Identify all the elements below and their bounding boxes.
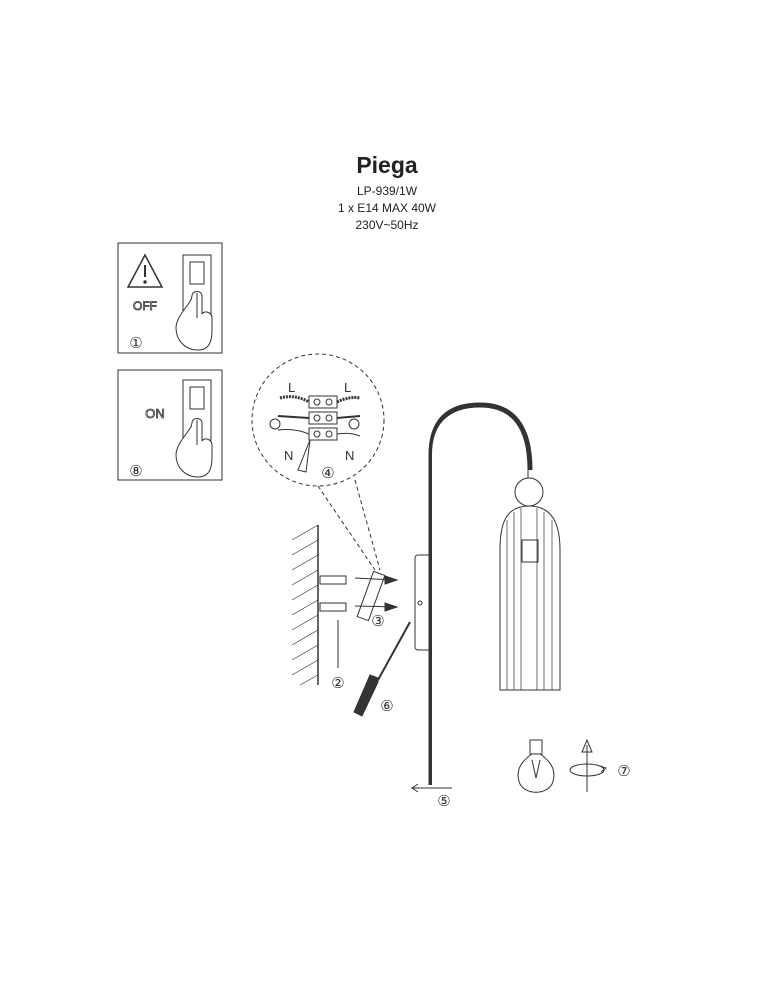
off-label: OFF <box>133 299 157 313</box>
step-number-6: ⑥ <box>380 698 393 715</box>
on-label: ON <box>145 406 165 421</box>
switch-hand-icon <box>175 254 213 351</box>
wall-plugs-and-screws <box>319 570 399 668</box>
bulb-spec: 1 x E14 MAX 40W <box>337 201 437 215</box>
neutral-label-left: N <box>284 448 293 463</box>
model-number: LP-939/1W <box>356 184 418 198</box>
step-number-5: ⑤ <box>437 793 450 810</box>
step-number-3: ③ <box>371 613 384 630</box>
screwdriver-icon <box>353 621 411 717</box>
step-number-1: ① <box>129 335 142 352</box>
terminal-block-icon <box>269 395 361 441</box>
wall-hatching <box>291 524 319 686</box>
wall-lamp-illustration <box>414 402 561 785</box>
bulb-icon <box>517 739 555 793</box>
switch-hand-icon <box>175 379 213 478</box>
live-label-left: L <box>288 380 295 395</box>
step-number-2: ② <box>331 675 344 692</box>
step-1-power-off-panel: OFF ① <box>117 242 223 354</box>
power-spec: 230V~50Hz <box>355 218 419 232</box>
screwdriver-small-icon <box>297 439 311 473</box>
live-label-right: L <box>344 380 351 395</box>
neutral-label-right: N <box>345 448 354 463</box>
wiring-detail-callout: L L N N ④ <box>251 353 385 571</box>
arrow-left-icon <box>410 783 452 793</box>
step-number-7: ⑦ <box>617 763 630 780</box>
rotate-icon <box>569 738 608 792</box>
warning-icon <box>126 253 164 288</box>
product-title: Piega <box>356 152 418 178</box>
step-8-power-on-panel: ON ⑧ <box>117 369 223 481</box>
step-number-8: ⑧ <box>129 463 142 480</box>
step-number-4: ④ <box>321 465 334 482</box>
